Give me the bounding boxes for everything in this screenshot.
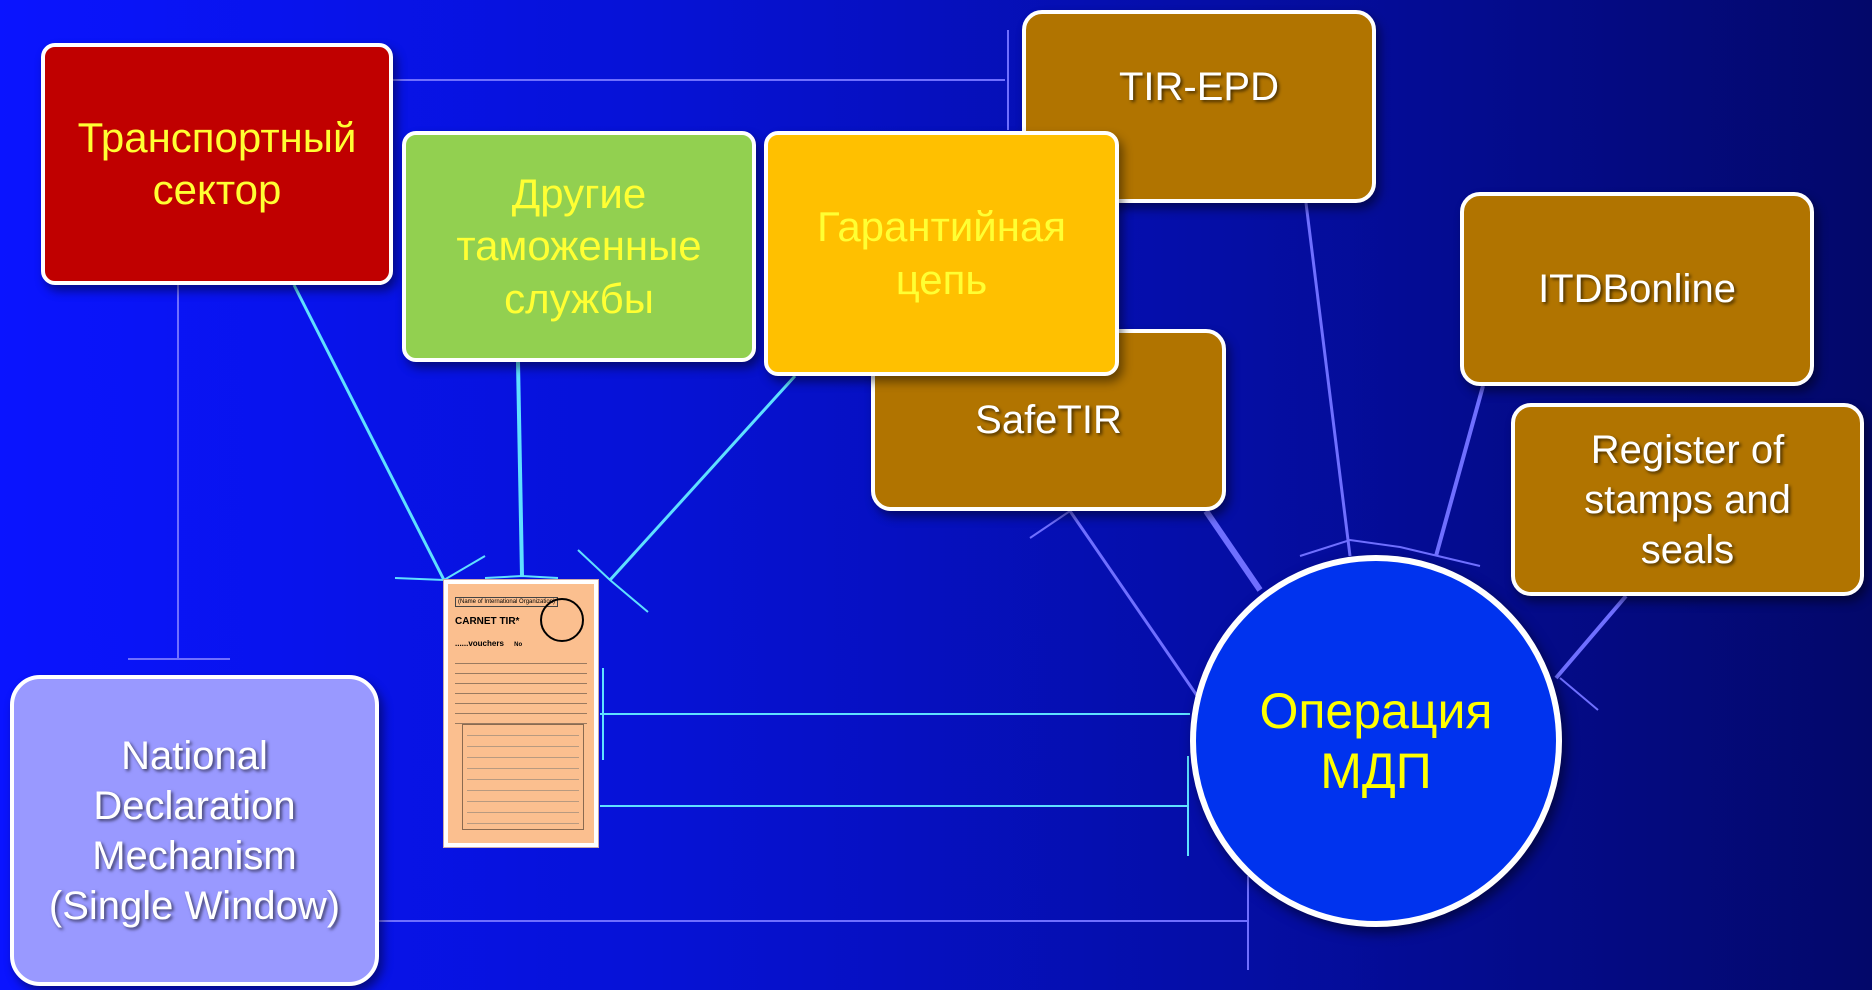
tir-carnet-document: (Name of International Organization) CAR… [443,579,599,848]
arrowhead-top-circle [1299,538,1481,567]
arrowhead-customs [484,574,559,579]
carnet-org-label: (Name of International Organization) [455,597,559,607]
register-of-stamps-box: Register of stamps and seals [1511,403,1864,596]
other-customs-label: Другие таможенные службы [456,169,702,322]
connector-safetir-operation-a [1068,510,1202,701]
connector-safetir-operation-b [1203,509,1263,592]
connector-transport-carnet [292,284,446,581]
carnet-form-lines [455,654,587,724]
tir-epd-label: TIR-EPD [1119,64,1279,109]
national-declaration-label: National Declaration Mechanism (Single W… [48,733,341,928]
carnet-title: CARNET TIR* [455,616,520,627]
transport-sector-box: Транспортный сектор [41,43,393,285]
connector-register-operation [1554,594,1628,680]
connector-itdb-operation [1434,385,1485,557]
carnet-vouchers: ......vouchers No [455,639,587,648]
tir-operation-label: Операция МДП [1259,683,1493,799]
connector-tirepd-operation [1304,202,1352,557]
carnet-vouchers-label: ......vouchers [455,639,504,648]
itdbonline-box: ITDBonline [1460,192,1814,386]
other-customs-box: Другие таможенные службы [402,131,756,362]
national-declaration-box: National Declaration Mechanism (Single W… [10,675,379,986]
safetir-label: SafeTIR [975,398,1122,442]
register-of-stamps-label: Register of stamps and seals [1584,427,1791,572]
connector-guarantee-carnet [608,374,797,582]
connector-customs-carnet [516,361,524,577]
itdbonline-label: ITDBonline [1538,267,1736,311]
transport-sector-label: Транспортный сектор [77,113,357,214]
carnet-number-label: No [514,642,523,648]
tir-operation-circle: Операция МДП [1190,555,1562,927]
arrowhead-safetir [1029,510,1071,539]
guarantee-chain-label: Гарантийная цепь [816,203,1067,303]
arrowhead-transport [394,555,486,582]
carnet-inner-table [462,724,584,830]
arrowhead-register [1559,677,1599,711]
guarantee-chain-box: Гарантийная цепь [764,131,1119,376]
arrowhead-guarantee [577,549,649,613]
carnet-stamp-circle [540,598,584,642]
